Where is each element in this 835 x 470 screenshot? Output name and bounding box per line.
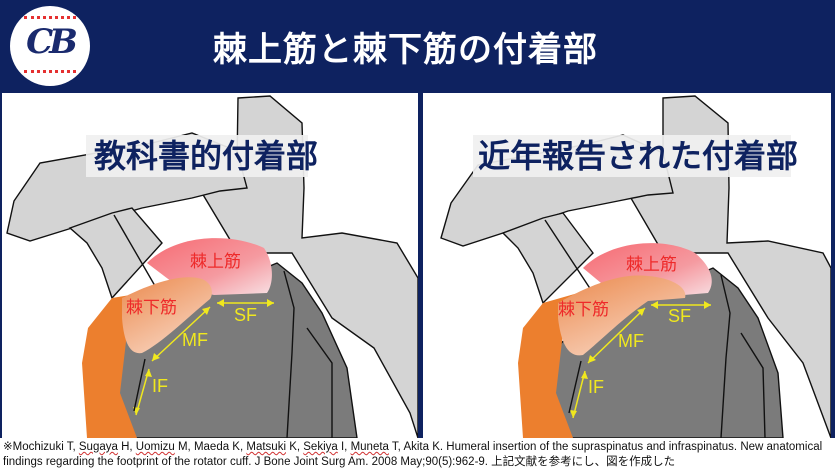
page-title: 棘上筋と棘下筋の付着部 [213,30,598,70]
logo-text: CB [26,22,78,62]
panel-recent: 近年報告された付着部 棘上筋 棘下筋 SF MF IF [423,93,831,438]
label-infraspinatus: 棘下筋 [558,300,609,320]
label-infraspinatus: 棘下筋 [126,298,177,318]
subtitle-recent: 近年報告された付着部 [478,137,799,175]
subtitle-backdrop [473,135,791,177]
logo-baseball: CB [10,6,90,86]
label-supraspinatus: 棘上筋 [626,255,677,275]
label-mf: MF [182,330,208,350]
citation-text: ※Mochizuki T, Sugaya H, Uomizu M, Maeda … [3,440,833,470]
right-border [831,93,835,438]
label-mf: MF [618,331,644,351]
stitch-bottom-icon [24,70,76,79]
label-sf: SF [234,305,258,325]
label-sf: SF [668,306,692,326]
left-border [0,93,2,438]
shoulder-diagram-right [440,95,831,438]
stitch-top-icon [24,16,76,25]
label-if: IF [152,376,168,396]
subtitle-backdrop [86,135,308,177]
header-bar: CB 棘上筋と棘下筋の付着部 [0,0,835,93]
label-if: IF [588,377,604,397]
label-supraspinatus: 棘上筋 [190,252,241,272]
panel-textbook: 教科書的付着部 棘上筋 棘下筋 SF MF IF [2,93,418,438]
subtitle-textbook: 教科書的付着部 [94,137,319,175]
center-divider [418,93,423,438]
shoulder-diagram-left [6,95,418,438]
